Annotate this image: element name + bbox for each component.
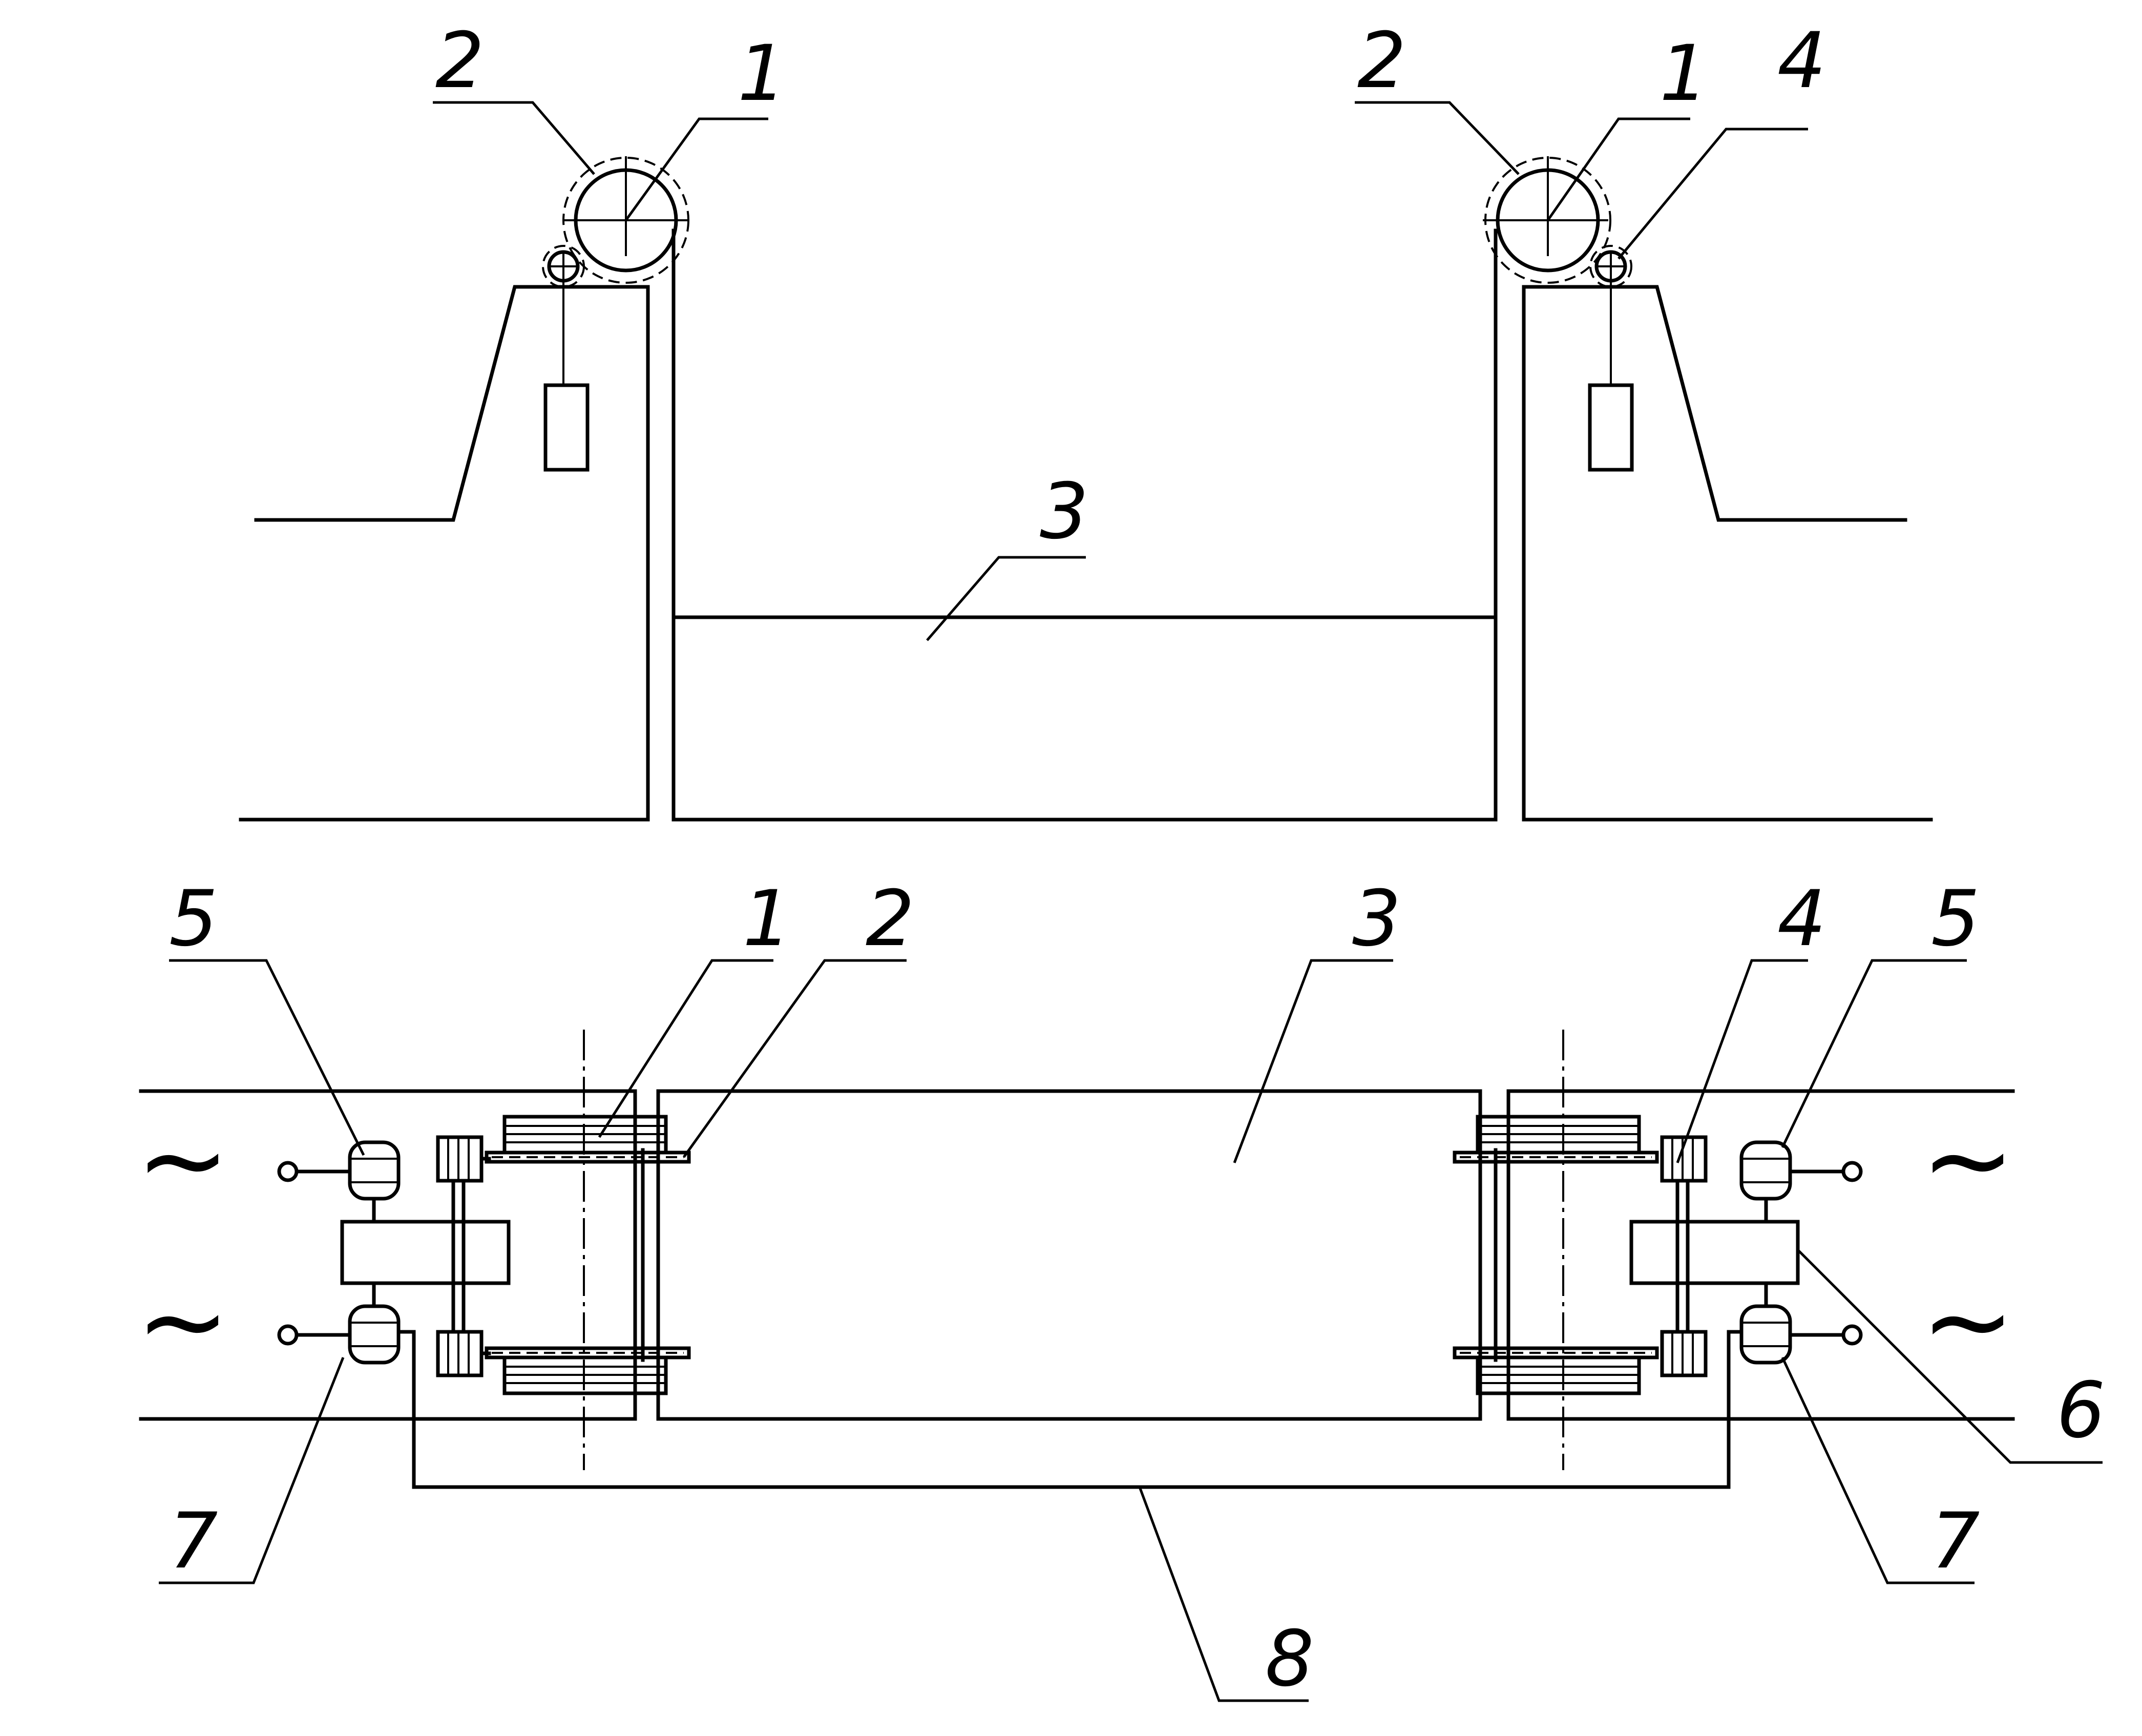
leader-bottom-right-4 (1676, 959, 1808, 1163)
label-bottom-right-4: 4 (1777, 874, 1826, 964)
left-motor-upper (348, 1140, 401, 1201)
right-upper-drum (1453, 1115, 1659, 1164)
left-gearbox (340, 1220, 511, 1285)
leader-top-left-1 (624, 117, 768, 221)
label-bottom-left-1: 1 (743, 874, 791, 964)
label-bottom-left-5: 5 (169, 874, 218, 964)
left-upper-gear (436, 1135, 484, 1183)
label-bottom-8: 8 (1265, 1615, 1314, 1704)
sync-connection-line (399, 1330, 1744, 1489)
leader-top-right-2 (1355, 101, 1520, 175)
leader-top-right-4 (1618, 128, 1808, 260)
ac-symbol-left-upper: ~ (136, 1094, 230, 1225)
right-motor-lower-terminal (1841, 1324, 1863, 1346)
leader-bottom-right-5 (1781, 959, 1967, 1148)
right-pulley-outer (1589, 245, 1632, 288)
leader-bottom-left-1 (598, 959, 773, 1138)
left-lower-gear (436, 1330, 484, 1377)
right-counterweight (1588, 383, 1634, 472)
gate-leaf-outline (671, 228, 1498, 822)
right-motor-upper-terminal (1841, 1161, 1863, 1182)
right-bank-outline (1522, 285, 1907, 822)
label-bottom-right-6: 6 (2056, 1366, 2105, 1455)
leader-bottom-left-5 (169, 959, 365, 1156)
leader-bottom-3 (1233, 959, 1393, 1163)
label-top-left-1: 1 (738, 29, 786, 118)
label-bottom-left-7: 7 (169, 1497, 218, 1586)
label-top-right-1: 1 (1660, 29, 1708, 118)
left-motor-lower (348, 1304, 401, 1365)
label-top-right-2: 2 (1357, 16, 1406, 106)
label-bottom-left-2: 2 (866, 874, 914, 964)
ac-symbol-left-lower: ~ (136, 1256, 230, 1387)
right-upper-gear (1660, 1135, 1708, 1183)
leader-bottom-right-7 (1781, 1356, 1975, 1584)
label-top-3: 3 (1040, 467, 1088, 556)
ac-symbol-right-lower: ~ (1921, 1256, 2015, 1387)
left-pulley-outer (542, 245, 585, 288)
elevation-view: 2 1 2 1 4 3 (239, 16, 1933, 822)
leader-bottom-right-6 (1797, 1249, 2103, 1464)
label-bottom-right-7: 7 (1931, 1497, 1980, 1586)
leader-bottom-left-2 (682, 959, 907, 1158)
right-lower-drum (1453, 1346, 1659, 1395)
label-bottom-right-5: 5 (1931, 874, 1980, 964)
left-upper-drum (485, 1115, 691, 1164)
left-motor-lower-terminal (277, 1324, 299, 1346)
left-bank-outline (254, 285, 650, 822)
leader-bottom-8 (1138, 1487, 1309, 1702)
leader-top-left-2 (433, 101, 595, 175)
right-lower-gear (1660, 1330, 1708, 1377)
left-counterweight (543, 383, 590, 472)
leader-bottom-left-7 (159, 1357, 345, 1584)
leader-top-3 (926, 556, 1086, 641)
right-gearbox (1629, 1220, 1800, 1285)
plan-view: ~ ~ ~ ~ 5 1 2 3 4 5 6 7 7 8 (136, 874, 2105, 1704)
left-motor-upper-terminal (277, 1161, 299, 1182)
label-bottom-3: 3 (1352, 874, 1401, 964)
gate-plan-body (656, 1089, 1482, 1421)
ac-symbol-right-upper: ~ (1921, 1094, 2015, 1225)
leader-top-right-1 (1546, 117, 1690, 221)
label-top-left-2: 2 (435, 16, 484, 106)
label-top-right-4: 4 (1777, 16, 1826, 106)
right-motor-lower (1739, 1304, 1792, 1365)
right-motor-upper (1739, 1140, 1792, 1201)
